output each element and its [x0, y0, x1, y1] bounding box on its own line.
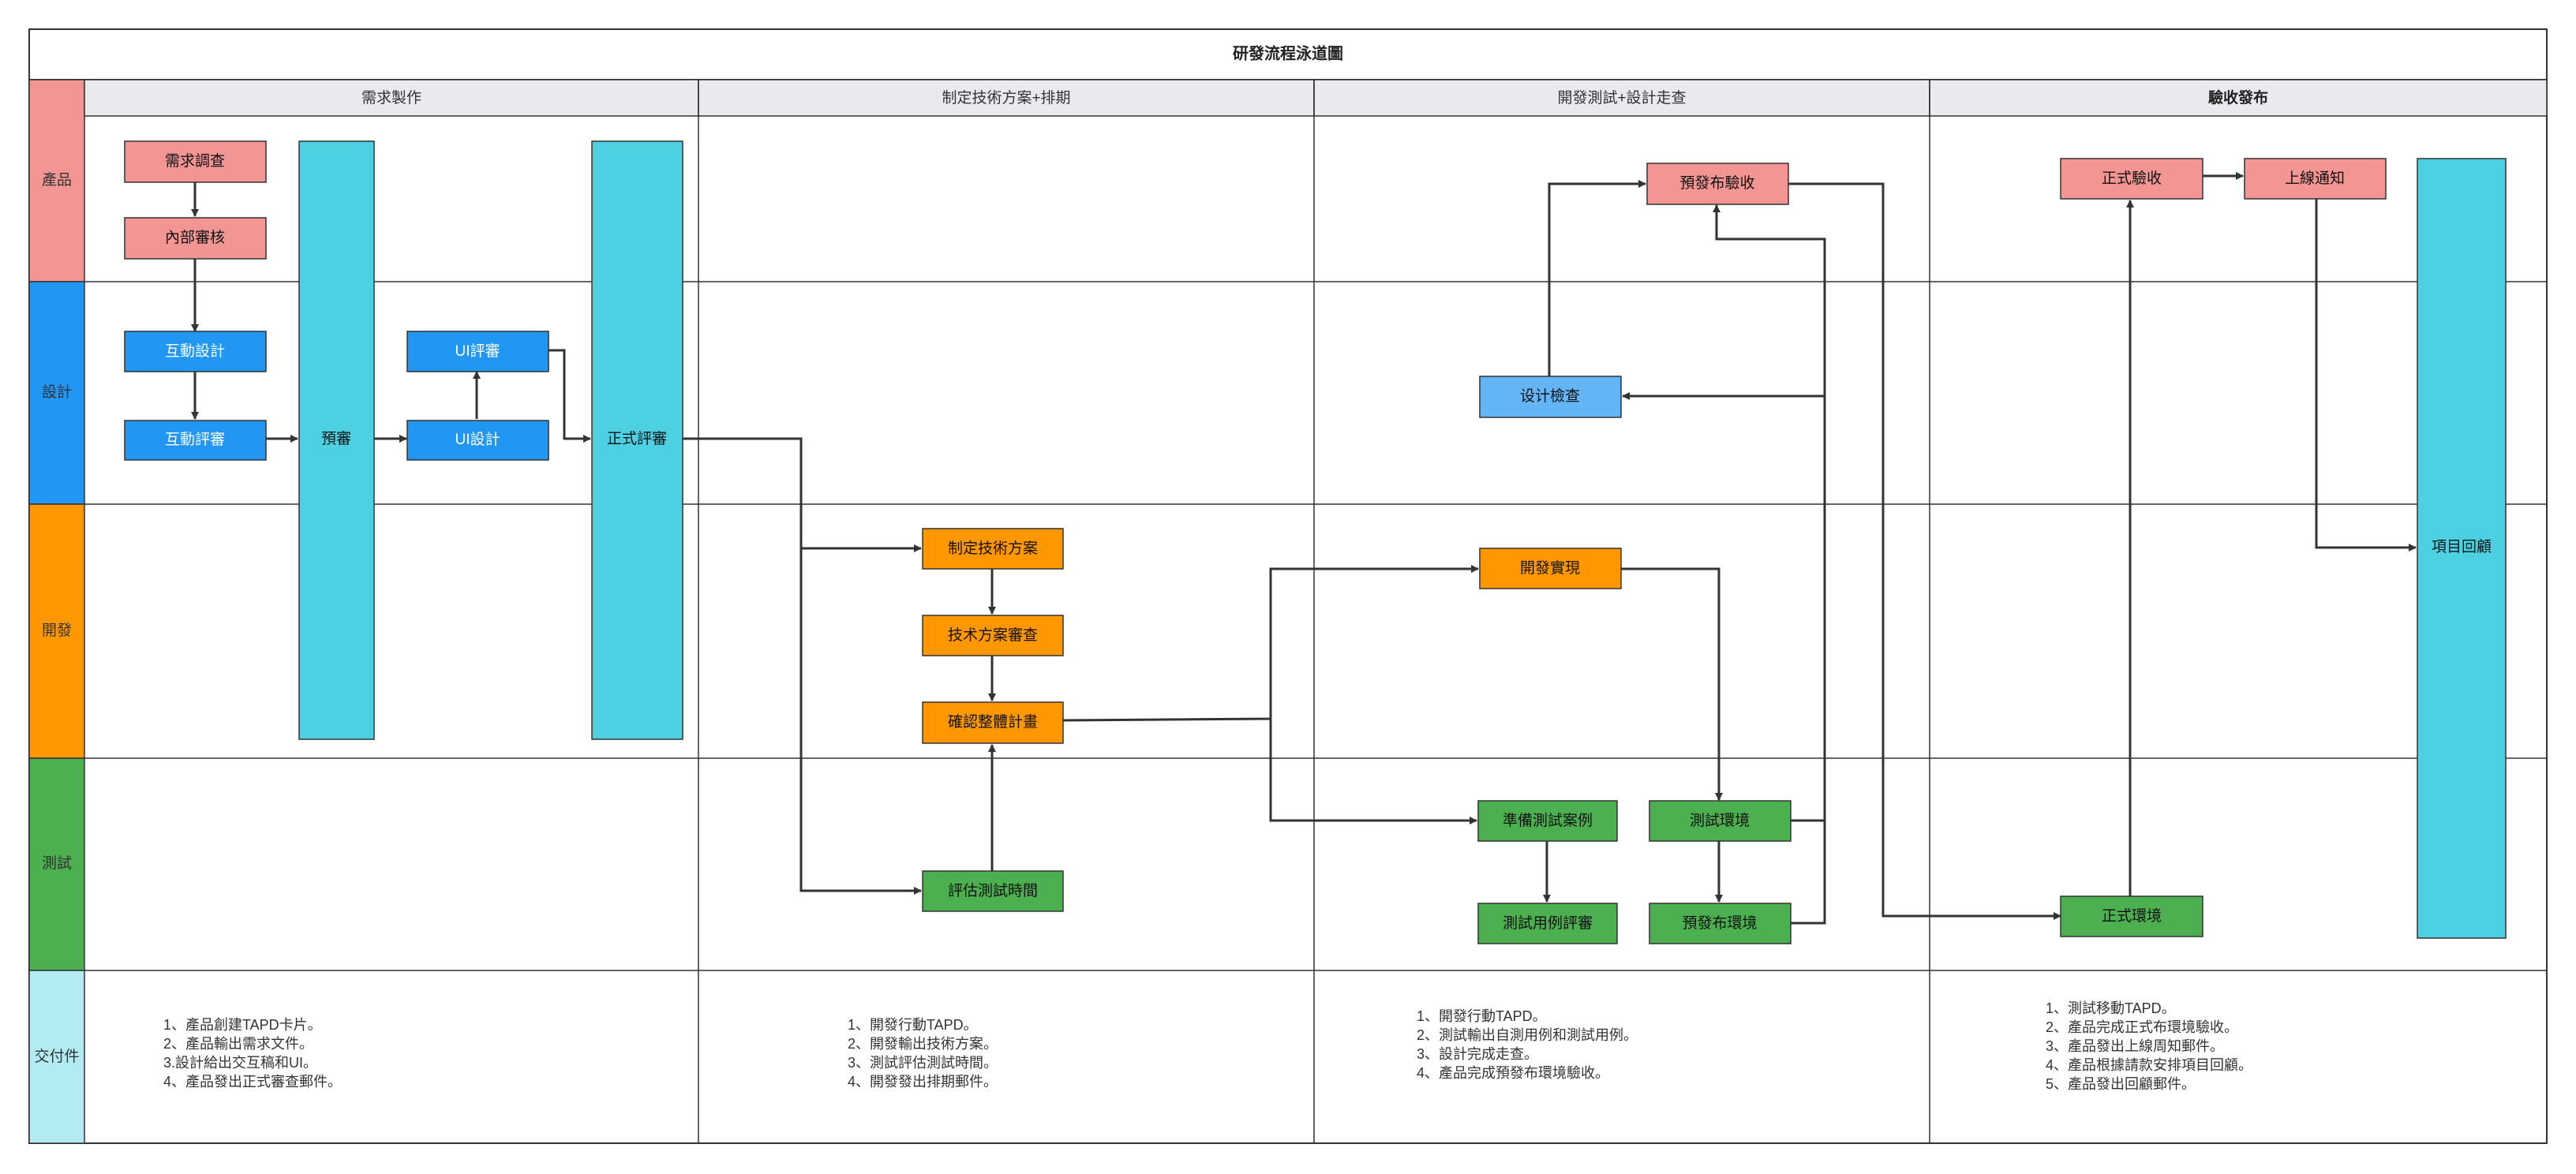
- deliverable-line: 2、測試輸出自測用例和測試用例。: [1417, 1027, 1638, 1043]
- node-estimate-test-time[interactable]: [922, 870, 1064, 912]
- node-dev-implement-label: 開發實現: [1520, 559, 1580, 577]
- node-pre-release-env-label: 預發布環境: [1682, 914, 1757, 932]
- node-interaction-review-label: 互動評審: [165, 431, 225, 448]
- deliverables-phase-2: 1、開發行動TAPD。 2、開發輸出技術方案。 3、測試評估測試時間。 4、開發…: [848, 1017, 1002, 1090]
- lane-label-design: 設計: [42, 383, 72, 401]
- node-req-survey[interactable]: [124, 140, 267, 183]
- node-design-check-label: 设计檢查: [1520, 387, 1580, 405]
- node-internal-review-label: 內部審核: [165, 229, 225, 246]
- deliverable-line: 2、產品輸出需求文件。: [163, 1036, 313, 1052]
- deliverable-line: 3、產品發出上線周知郵件。: [2046, 1038, 2224, 1054]
- node-ui-review[interactable]: [406, 331, 549, 372]
- node-pre-release-accept[interactable]: [1646, 163, 1789, 205]
- node-test-env-label: 測試環境: [1690, 812, 1750, 829]
- node-ui-design-label: UI設計: [455, 431, 500, 448]
- node-prepare-test-cases-label: 準備測試案例: [1503, 812, 1593, 829]
- lane-header-test: [28, 757, 85, 971]
- deliverable-line: 3.設計給出交互稿和UI。: [163, 1055, 317, 1071]
- lane-header-dev: [28, 503, 85, 759]
- node-req-survey-label: 需求調查: [165, 152, 225, 170]
- node-test-case-review[interactable]: [1477, 903, 1618, 944]
- node-pre-release-env[interactable]: [1649, 903, 1792, 944]
- deliverable-line: 2、開發輸出技術方案。: [848, 1036, 998, 1052]
- deliverables-phase-4: 1、測試移動TAPD。 2、產品完成正式布環境驗收。 3、產品發出上線周知郵件。…: [2046, 1000, 2256, 1092]
- node-tech-plan[interactable]: [922, 528, 1064, 570]
- node-confirm-plan[interactable]: [922, 701, 1064, 744]
- lane-label-test: 測試: [42, 854, 72, 872]
- lane-label-deliverable: 交付件: [34, 1048, 79, 1065]
- node-formal-accept-label: 正式驗收: [2102, 170, 2162, 187]
- project-retro-label: 項目回顧: [2432, 538, 2492, 555]
- node-ui-review-label: UI評審: [455, 342, 500, 360]
- diagram-frame: [28, 28, 2548, 1144]
- node-estimate-test-time-label: 評估測試時間: [948, 882, 1038, 899]
- deliverable-line: 3、設計完成走查。: [1417, 1046, 1538, 1062]
- project-retro-bar[interactable]: [2417, 158, 2507, 939]
- node-test-case-review-label: 測試用例評審: [1503, 914, 1593, 932]
- node-dev-implement[interactable]: [1479, 548, 1622, 589]
- deliverable-line: 4、產品根據請款安排項目回顧。: [2046, 1057, 2252, 1073]
- node-internal-review[interactable]: [124, 217, 267, 260]
- node-pre-release-accept-label: 預發布驗收: [1679, 174, 1754, 192]
- phase-header-4: [1929, 79, 2548, 117]
- deliverable-line: 1、產品創建TAPD卡片。: [163, 1017, 322, 1033]
- deliverable-line: 3、測試評估測試時間。: [848, 1055, 998, 1071]
- phase-label-2: 制定技術方案+排期: [942, 89, 1070, 107]
- grid-lines: [84, 80, 2547, 1143]
- lane-label-product: 產品: [42, 171, 72, 189]
- formal-review-bar[interactable]: [591, 140, 683, 740]
- phase-label-3: 開發測試+設計走查: [1557, 89, 1686, 107]
- deliverable-line: 1、開發行動TAPD。: [1417, 1008, 1547, 1024]
- node-formal-env-label: 正式環境: [2102, 907, 2162, 925]
- deliverable-line: 4、產品發出正式審查郵件。: [163, 1074, 342, 1090]
- deliverable-line: 1、開發行動TAPD。: [848, 1017, 978, 1033]
- node-tech-plan-label: 制定技術方案: [948, 540, 1038, 557]
- phase-label-4: 驗收發布: [2208, 88, 2268, 107]
- node-tech-plan-review-label: 技术方案審查: [948, 626, 1038, 644]
- node-launch-notice[interactable]: [2244, 158, 2387, 200]
- node-ui-design[interactable]: [406, 420, 549, 461]
- node-tech-plan-review[interactable]: [922, 615, 1064, 656]
- deliverable-line: 2、產品完成正式布環境驗收。: [2046, 1019, 2238, 1035]
- phase-label-1: 需求製作: [361, 89, 421, 107]
- diagram-title: 研發流程泳道圖: [1233, 43, 1343, 62]
- lane-label-dev: 開發: [42, 622, 72, 639]
- node-launch-notice-label: 上線通知: [2285, 170, 2345, 187]
- node-interaction-design-label: 互動設計: [165, 342, 225, 360]
- node-formal-env[interactable]: [2060, 895, 2203, 937]
- deliverables-phase-3: 1、開發行動TAPD。 2、測試輸出自測用例和測試用例。 3、設計完成走查。 4…: [1417, 1008, 1642, 1081]
- deliverables-phase-1: 1、產品創建TAPD卡片。 2、產品輸出需求文件。 3.設計給出交互稿和UI。 …: [163, 1017, 342, 1090]
- connectors: [191, 172, 2417, 925]
- node-interaction-design[interactable]: [124, 331, 267, 372]
- node-design-check[interactable]: [1479, 376, 1622, 418]
- node-formal-accept[interactable]: [2060, 158, 2203, 200]
- node-prepare-test-cases[interactable]: [1477, 800, 1618, 842]
- node-test-env[interactable]: [1649, 800, 1792, 842]
- node-confirm-plan-label: 確認整體計畫: [948, 713, 1038, 731]
- formal-review-label: 正式評審: [607, 430, 667, 447]
- deliverable-line: 4、開發發出排期郵件。: [848, 1074, 998, 1090]
- lane-header-deliverable: [28, 970, 85, 1144]
- node-interaction-review[interactable]: [124, 420, 267, 461]
- pre-review-bar[interactable]: [298, 140, 375, 740]
- pre-review-label: 預審: [321, 430, 351, 447]
- lane-header-product: [28, 79, 85, 282]
- deliverable-line: 1、測試移動TAPD。: [2046, 1000, 2176, 1016]
- deliverable-line: 4、產品完成預發布環境驗收。: [1417, 1065, 1609, 1081]
- deliverable-line: 5、產品發出回顧郵件。: [2046, 1076, 2196, 1092]
